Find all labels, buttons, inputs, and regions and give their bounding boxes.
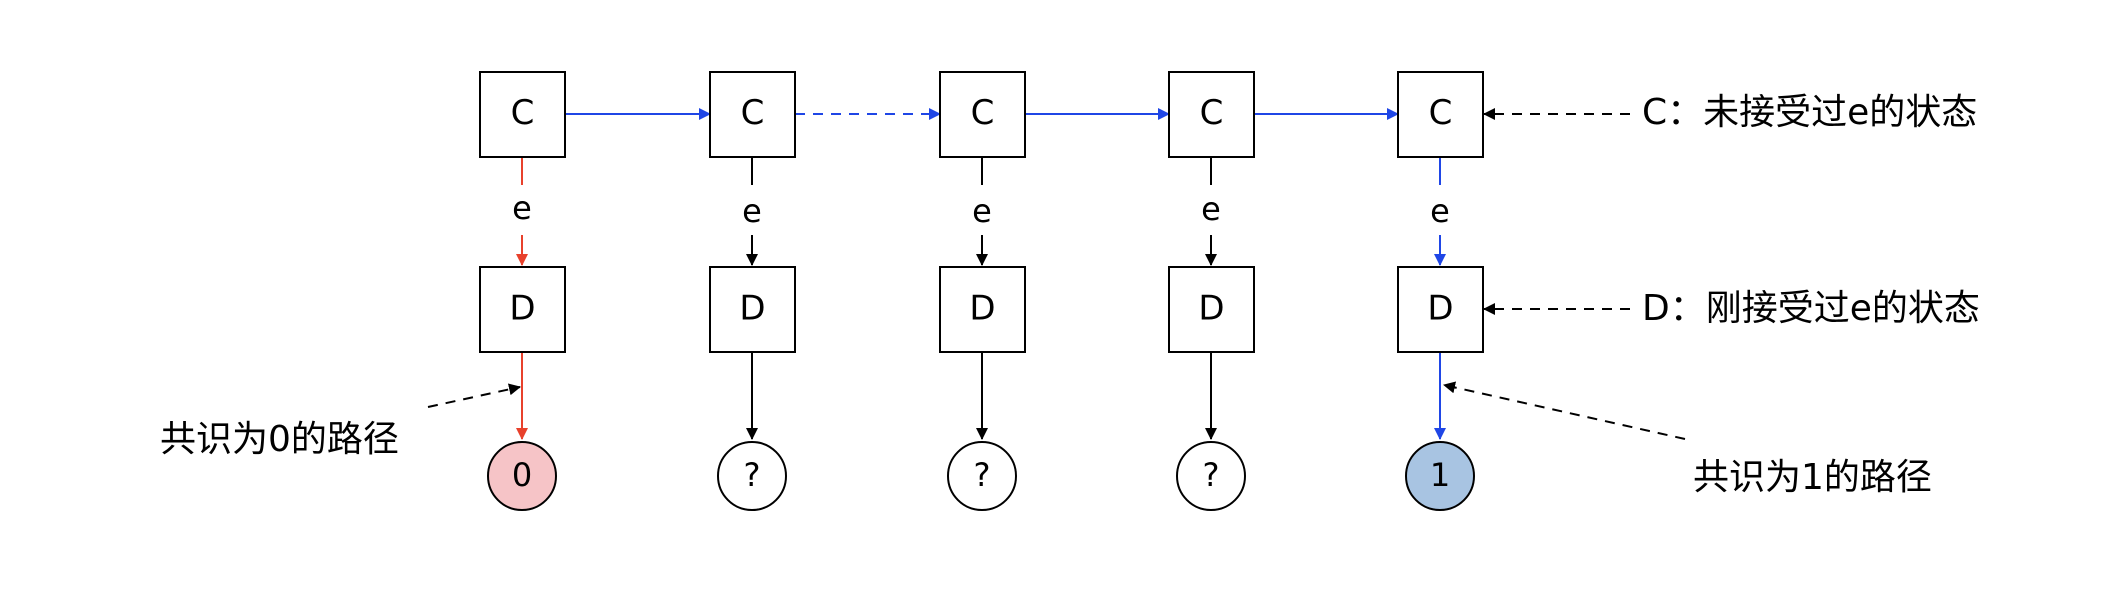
consensus-one-outcome: 1	[1405, 441, 1475, 511]
state-c-node: C	[1397, 71, 1484, 158]
state-d-label: D	[509, 289, 535, 329]
outcome-one-label: 1	[1430, 456, 1450, 494]
state-c-node: C	[479, 71, 566, 158]
state-d-label: D	[1427, 289, 1453, 329]
c-state-description: C：未接受过e的状态	[1642, 92, 1977, 133]
state-c-label: C	[741, 93, 765, 133]
outcome-unknown-label: ?	[1203, 456, 1220, 494]
unknown-outcome: ?	[1176, 441, 1246, 511]
state-d-node: D	[1397, 266, 1484, 353]
state-c-node: C	[709, 71, 796, 158]
transition-label: e	[742, 192, 762, 230]
state-c-label: C	[971, 93, 995, 133]
outcome-unknown-label: ?	[974, 456, 991, 494]
state-c-node: C	[1168, 71, 1255, 158]
state-d-label: D	[969, 289, 995, 329]
outcome-zero-label: 0	[512, 456, 532, 494]
state-d-node: D	[709, 266, 796, 353]
state-c-node: C	[939, 71, 1026, 158]
path-one-annotation-arrow	[1443, 381, 1686, 440]
unknown-outcome: ?	[947, 441, 1017, 511]
transition-label: e	[512, 189, 532, 227]
unknown-outcome: ?	[717, 441, 787, 511]
transition-label: e	[972, 192, 992, 230]
one-path-description: 共识为1的路径	[1693, 457, 1932, 498]
outcome-unknown-label: ?	[744, 456, 761, 494]
state-d-label: D	[739, 289, 765, 329]
state-d-node: D	[479, 266, 566, 353]
transition-label: e	[1201, 190, 1221, 228]
state-d-node: D	[1168, 266, 1255, 353]
path-zero-annotation-arrow	[427, 383, 521, 408]
state-c-label: C	[511, 93, 535, 133]
state-d-node: D	[939, 266, 1026, 353]
state-c-label: C	[1200, 93, 1224, 133]
state-d-label: D	[1198, 289, 1224, 329]
consensus-zero-outcome: 0	[487, 441, 557, 511]
state-c-label: C	[1429, 93, 1453, 133]
d-state-description: D：刚接受过e的状态	[1642, 288, 1980, 329]
zero-path-description: 共识为0的路径	[160, 419, 399, 460]
transition-label: e	[1430, 192, 1450, 230]
